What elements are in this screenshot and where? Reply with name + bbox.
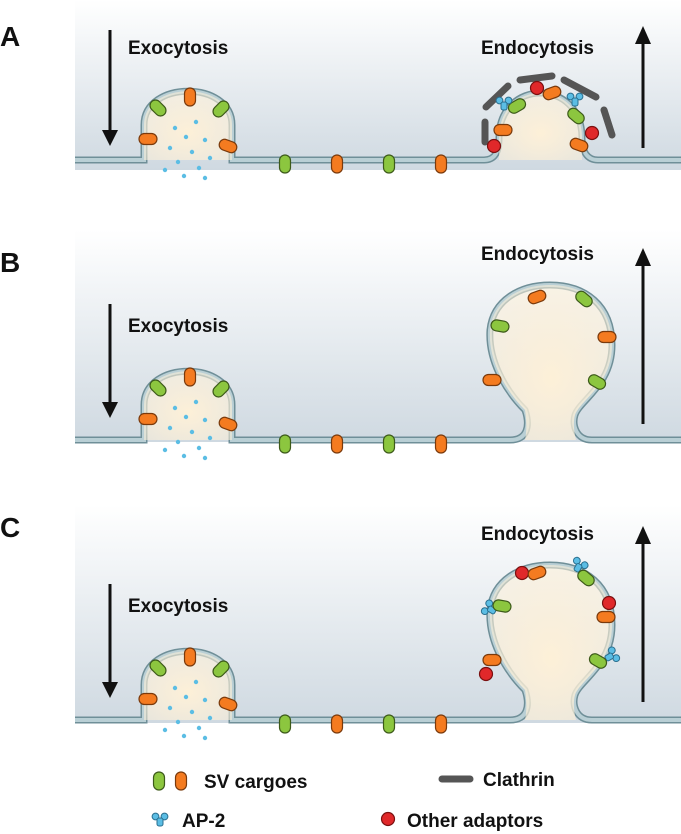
sv-cargo-green: [382, 714, 396, 734]
panel-letter: B: [0, 247, 20, 278]
endocytosis-label: Endocytosis: [481, 244, 594, 265]
legend-green-cargo-icon: [152, 771, 166, 791]
panel-c: C Exocytosis Endocytosis: [0, 505, 681, 741]
sv-cargo-green: [278, 154, 292, 174]
endocytic-vesicle-lumen: [489, 285, 612, 440]
sv-cargo-orange: [493, 123, 513, 137]
legend-clathrin: Clathrin: [483, 770, 555, 791]
sv-cargo-green: [278, 434, 292, 454]
endocytosis-label: Endocytosis: [481, 524, 594, 545]
sv-cargo-orange: [597, 330, 617, 344]
other-adaptor: [584, 125, 600, 141]
legend-other-adaptors: Other adaptors: [407, 811, 543, 832]
sv-cargo-orange: [138, 412, 158, 426]
legend-ap2: AP-2: [182, 811, 225, 832]
sv-cargo-orange: [183, 647, 197, 667]
other-adaptor: [478, 666, 494, 682]
exocytosis-label: Exocytosis: [128, 316, 228, 337]
other-adaptor: [529, 80, 545, 96]
down-arrow-icon: [102, 304, 118, 418]
panel-a: A Exocytosis Endocytosis: [0, 0, 681, 181]
panel-b: B Exocytosis Endocytosis: [0, 230, 681, 461]
sv-cargo-orange: [330, 714, 344, 734]
up-arrow-icon: [635, 526, 651, 702]
sv-cargo-orange: [434, 434, 448, 454]
sv-cargo-orange: [596, 610, 616, 624]
other-adaptor: [486, 138, 502, 154]
endocytosis-label: Endocytosis: [481, 38, 594, 59]
sv-cargo-orange: [482, 373, 502, 387]
sv-cargo-orange: [330, 154, 344, 174]
sv-cargo-orange: [183, 87, 197, 107]
other-adaptor: [514, 565, 530, 581]
clathrin-coat: [481, 72, 616, 146]
neurotransmitter-dots: [162, 119, 213, 181]
sv-cargo-orange: [138, 692, 158, 706]
legend-orange-cargo-icon: [174, 771, 188, 791]
neurotransmitter-dots: [162, 399, 213, 461]
down-arrow-icon: [102, 30, 118, 146]
down-arrow-icon: [102, 584, 118, 698]
panel-letter: A: [0, 21, 20, 52]
neurotransmitter-dots: [162, 679, 213, 741]
up-arrow-icon: [635, 26, 651, 148]
endocytic-vesicle-lumen: [489, 565, 612, 720]
sv-cargo-green: [382, 154, 396, 174]
legend: SV cargoes Clathrin AP-2 Other adaptors: [151, 770, 555, 832]
panel-letter: C: [0, 512, 20, 543]
sv-cargo-orange: [183, 367, 197, 387]
sv-cargo-orange: [434, 714, 448, 734]
legend-sv-cargoes: SV cargoes: [204, 772, 308, 793]
sv-cargo-green: [278, 714, 292, 734]
sv-cargo-orange: [434, 154, 448, 174]
legend-other-adaptor-icon: [380, 811, 396, 827]
exocytosis-label: Exocytosis: [128, 38, 228, 59]
other-adaptor: [601, 595, 617, 611]
sv-cargo-orange: [482, 653, 502, 667]
sv-cargo-orange: [138, 132, 158, 146]
sv-cargo-green: [382, 434, 396, 454]
sv-cargo-orange: [330, 434, 344, 454]
exocytosis-label: Exocytosis: [128, 596, 228, 617]
legend-ap2-icon: [151, 812, 169, 827]
up-arrow-icon: [635, 248, 651, 424]
